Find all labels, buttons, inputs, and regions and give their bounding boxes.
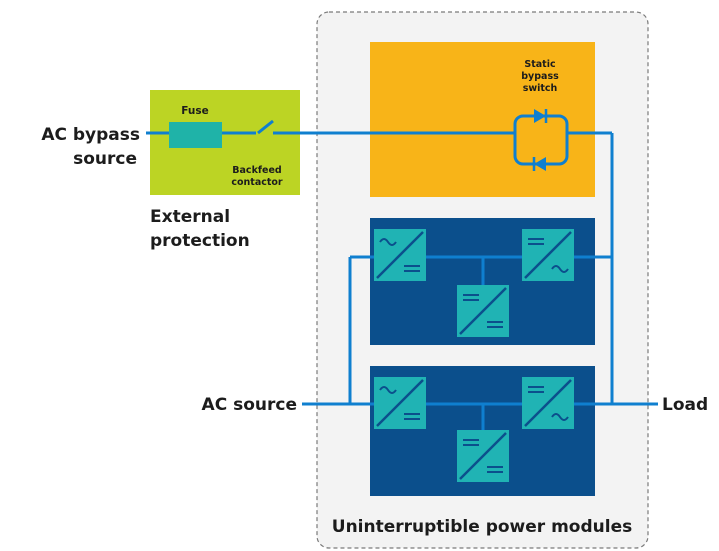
- static-bypass-label-1: Static: [524, 59, 555, 70]
- fuse-label: Fuse: [181, 105, 209, 117]
- static-bypass-switch: [513, 109, 569, 171]
- backfeed-label-2: contactor: [231, 177, 283, 188]
- dc-converter-2: [455, 428, 511, 484]
- dc-converter-1: [455, 283, 511, 339]
- external-protection-label-2: protection: [150, 231, 250, 251]
- modules-caption: Uninterruptible power modules: [332, 517, 632, 537]
- static-bypass-label-3: switch: [523, 83, 558, 94]
- load-label: Load: [662, 395, 708, 415]
- fuse: [169, 122, 222, 148]
- external-protection-label-1: External: [150, 207, 230, 227]
- inverter-2: [520, 375, 576, 431]
- rectifier-2: [372, 375, 428, 431]
- output-bus: [595, 133, 658, 406]
- ac-bypass-label-1: AC bypass: [41, 125, 140, 145]
- ac-source-label: AC source: [202, 395, 297, 415]
- static-bypass-label-2: bypass: [521, 71, 559, 82]
- static-bypass-box: [370, 42, 595, 197]
- inverter-1: [520, 227, 576, 283]
- input-bus: [302, 255, 372, 406]
- ac-bypass-label-2: source: [73, 149, 137, 169]
- backfeed-label-1: Backfeed: [232, 165, 281, 176]
- rectifier-1: [372, 227, 428, 283]
